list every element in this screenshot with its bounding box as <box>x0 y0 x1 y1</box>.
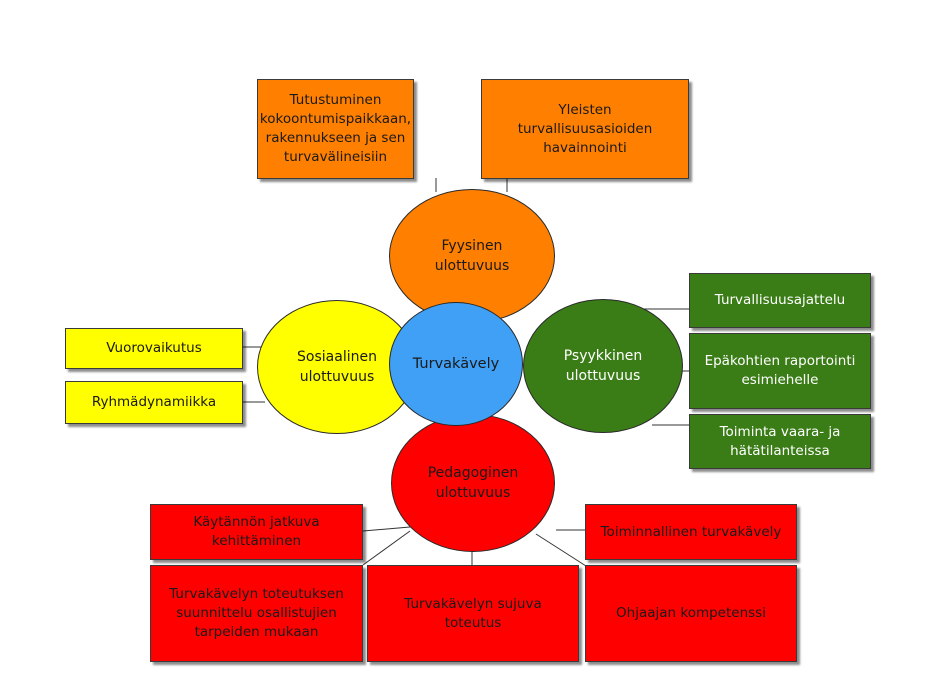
connector-ped-1 <box>362 526 411 532</box>
circle-pedagoginen: Pedagoginen ulottuvuus <box>391 414 555 552</box>
box-ped-toiminnallinen: Toiminnallinen turvakävely <box>585 504 797 560</box>
box-sos-ryhmadynamiikka: Ryhmädynamiikka <box>65 381 243 424</box>
circle-psyykkinen: Psyykkinen ulottuvuus <box>523 299 683 433</box>
connector-ped-5 <box>535 533 587 567</box>
box-psyk-turvallisuusajattelu: Turvallisuusajattelu <box>689 273 871 328</box>
box-psyk-raportointi: Epäkohtien raportointi esimiehelle <box>689 333 871 409</box>
circle-sosiaalinen: Sosiaalinen ulottuvuus <box>257 300 417 434</box>
box-fyys-tutustuminen: Tutustuminen kokoontumispaikkaan, rakenn… <box>257 79 414 179</box>
box-ped-kehittaminen: Käytännön jatkuva kehittäminen <box>150 504 363 560</box>
circle-turvakavely: Turvakävely <box>389 302 523 426</box>
circle-fyysinen: Fyysinen ulottuvuus <box>389 189 555 323</box>
connector-ped-2 <box>362 530 411 566</box>
box-ped-suunnittelu: Turvakävelyn toteutuksen suunnittelu osa… <box>150 565 363 662</box>
box-fyys-havainnointi: Yleisten turvallisuusasioiden havainnoin… <box>481 79 689 179</box>
box-psyk-toiminta: Toiminta vaara- ja hätätilanteissa <box>689 414 871 469</box>
box-ped-kompetenssi: Ohjaajan kompetenssi <box>585 565 797 662</box>
box-sos-vuorovaikutus: Vuorovaikutus <box>65 328 243 369</box>
box-ped-sujuva-toteutus: Turvakävelyn sujuva toteutus <box>367 565 579 662</box>
